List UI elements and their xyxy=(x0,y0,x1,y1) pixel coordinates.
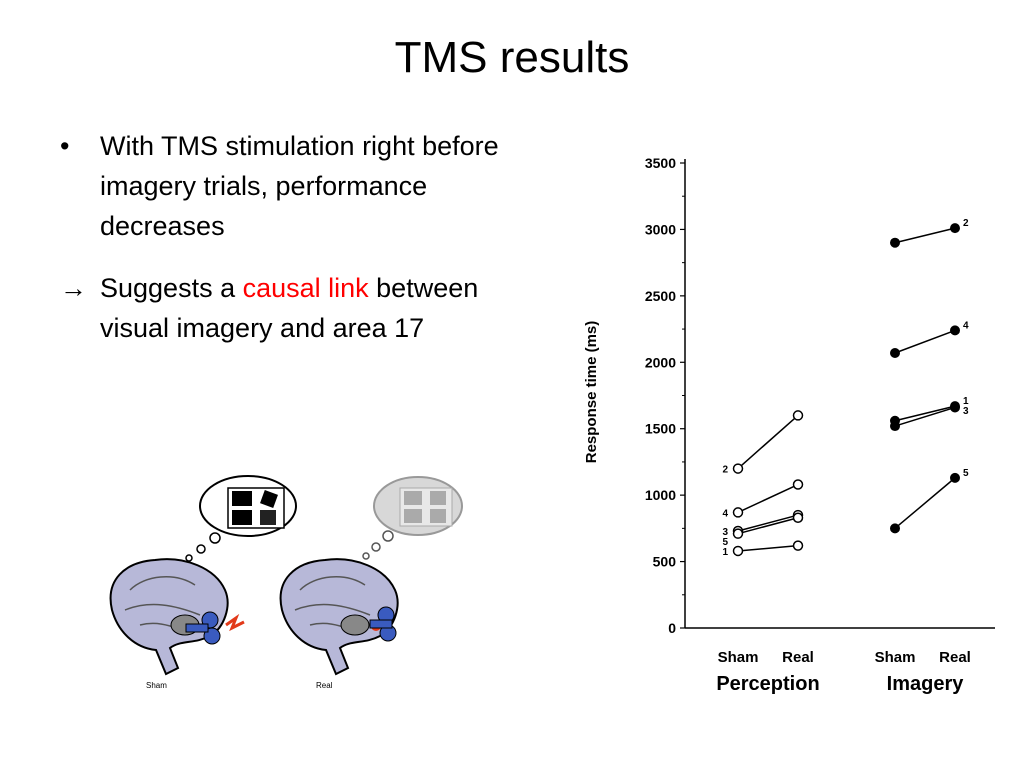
series-4-perception-point xyxy=(732,507,744,518)
subject-label-perception: 5 xyxy=(722,537,728,548)
series-4-imagery-point xyxy=(950,325,960,336)
subject-label-imagery: 1 xyxy=(963,396,969,407)
right-arrow-icon: → xyxy=(60,273,87,303)
bullet-text: With TMS stimulation right before imager… xyxy=(100,131,499,241)
series-3-perception-line xyxy=(737,514,799,532)
bullet-item: • With TMS stimulation right before imag… xyxy=(56,126,536,246)
checker-pattern-icon xyxy=(260,490,278,508)
y-tick-label: 0 xyxy=(668,620,676,636)
subject-label-imagery: 3 xyxy=(963,406,969,417)
series-2-imagery-point xyxy=(890,237,900,248)
subject-label-perception: 3 xyxy=(722,527,728,538)
y-tick-label: 3500 xyxy=(645,155,676,171)
subject-label-imagery: 4 xyxy=(963,320,969,331)
series-3-imagery-point xyxy=(950,402,960,413)
brain-sham-icon xyxy=(109,558,245,676)
bullet-text-pre: Suggests a xyxy=(100,273,243,303)
x-group-label: Perception xyxy=(716,673,819,695)
caption-real: Real xyxy=(316,681,333,690)
series-3-imagery-point xyxy=(890,421,900,432)
y-tick-label: 1000 xyxy=(645,487,676,503)
y-tick-label: 2500 xyxy=(645,288,676,304)
series-2-perception-point xyxy=(792,410,804,421)
series-4-perception-point xyxy=(792,479,804,490)
series-1-perception-point xyxy=(792,540,804,551)
subject-label-perception: 2 xyxy=(722,465,728,476)
x-category-label: Sham xyxy=(718,649,759,666)
y-tick-label: 3000 xyxy=(645,221,676,237)
lightning-icon xyxy=(225,613,245,632)
bullet-list: • With TMS stimulation right before imag… xyxy=(56,126,536,348)
series-5-imagery-point xyxy=(950,472,960,483)
bullet-text-post: between visual imagery and area 17 xyxy=(100,273,479,343)
bullet-item: → Suggests a causal link between visual … xyxy=(56,268,536,348)
series-3-imagery-line xyxy=(894,406,956,427)
thought-bubble-real xyxy=(362,476,463,560)
subject-label-imagery: 2 xyxy=(963,218,969,229)
series-2-imagery-point xyxy=(950,223,960,234)
series-1-imagery-line xyxy=(894,405,956,422)
x-category-label: Real xyxy=(782,649,814,666)
series-5-imagery-line xyxy=(894,477,956,529)
highlight-text: causal link xyxy=(242,273,369,303)
x-category-label: Real xyxy=(939,649,971,666)
subject-label-imagery: 5 xyxy=(963,468,969,479)
x-category-label: Sham xyxy=(875,649,916,666)
subject-label-perception: 1 xyxy=(722,547,728,558)
y-axis-label: Response time (ms) xyxy=(583,321,600,464)
series-1-perception-line xyxy=(737,544,799,552)
series-5-imagery-point xyxy=(890,523,900,534)
series-1-perception-point xyxy=(732,545,744,557)
y-tick-label: 1500 xyxy=(645,421,676,437)
caption-sham: Sham xyxy=(146,681,167,690)
series-5-perception-line xyxy=(737,517,799,535)
subject-label-perception: 4 xyxy=(722,508,728,519)
x-group-label: Imagery xyxy=(887,673,965,695)
brain-real-icon xyxy=(279,558,399,676)
bars-pattern-icon xyxy=(232,491,252,506)
y-tick-label: 2000 xyxy=(645,354,676,370)
bullet-dot-icon: • xyxy=(60,131,70,161)
series-4-imagery-point xyxy=(890,347,900,358)
y-tick-label: 500 xyxy=(653,554,677,570)
series-5-perception-point xyxy=(732,528,744,539)
series-4-perception-line xyxy=(737,483,799,514)
series-2-perception-point xyxy=(732,463,744,474)
series-2-imagery-line xyxy=(894,227,956,244)
series-5-perception-point xyxy=(792,512,804,523)
thought-bubble-sham xyxy=(185,475,297,562)
series-2-perception-line xyxy=(737,414,799,470)
series-4-imagery-line xyxy=(894,329,956,354)
slide-title: TMS results xyxy=(394,33,630,82)
